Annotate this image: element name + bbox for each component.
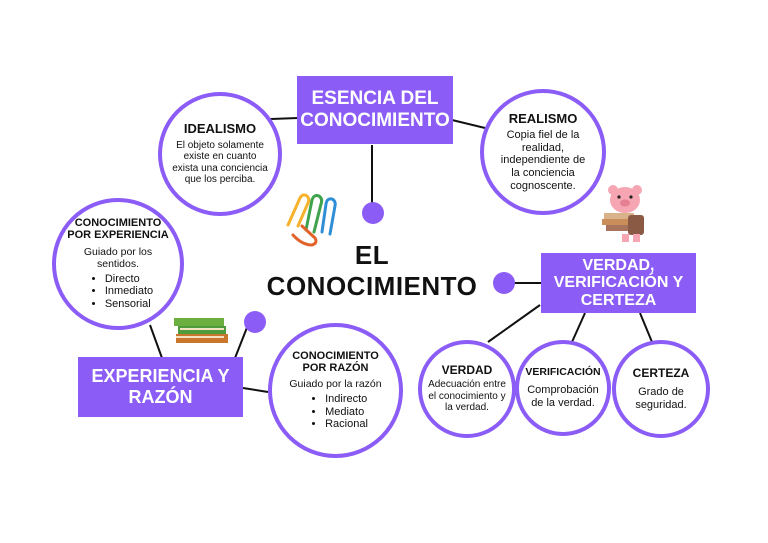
idealismo-body: El objeto solamente existe en cuanto exi… — [172, 139, 268, 186]
conocimiento-experiencia-title: CONOCIMIENTO POR EXPERIENCIA — [67, 217, 169, 242]
verdad-title: VERDAD — [441, 363, 493, 378]
verdad-box-line2: VERIFICACIÓN Y — [553, 274, 684, 292]
esencia-connector-dot — [362, 202, 384, 224]
verificacion-title: VERIFICACIÓN — [525, 365, 601, 378]
main-title-line1: EL — [354, 240, 390, 270]
experiencia-connector-dot — [244, 311, 266, 333]
list-item: Inmediato — [105, 285, 153, 298]
list-item: Sensorial — [105, 298, 153, 311]
list-item: Mediato — [325, 406, 368, 419]
esencia-box: ESENCIA DEL CONOCIMIENTO — [297, 76, 453, 144]
esencia-line1: ESENCIA DEL — [311, 88, 439, 110]
idealismo-circle: IDEALISMO El objeto solamente existe en … — [158, 92, 282, 216]
esencia-line2: CONOCIMIENTO — [300, 110, 450, 131]
verificacion-circle: VERIFICACIÓN Comprobación de la verdad. — [515, 340, 611, 436]
conocimiento-razon-body: Guiado por la razón — [289, 378, 382, 391]
realismo-title: REALISMO — [508, 110, 578, 126]
main-title-line2: CONOCIMIENTO — [266, 271, 478, 302]
conocimiento-razon-list: Indirecto Mediato Racional — [303, 393, 368, 431]
verificacion-body: Comprobación de la verdad. — [527, 384, 599, 409]
books-icon — [174, 318, 228, 343]
certeza-body: Grado de seguridad. — [635, 385, 687, 411]
idealismo-title: IDEALISMO — [183, 121, 257, 137]
certeza-title: CERTEZA — [632, 365, 690, 380]
list-item: Directo — [105, 273, 153, 286]
conocimiento-experiencia-body: Guiado por los sentidos. — [83, 245, 153, 270]
verdad-box-line3: CERTEZA — [580, 291, 657, 309]
verdad-box-line1: VERDAD, — [582, 256, 655, 274]
certeza-circle: CERTEZA Grado de seguridad. — [612, 340, 710, 438]
experiencia-razon-box: EXPERIENCIA Y RAZÓN — [78, 357, 243, 417]
realismo-circle: REALISMO Copia fiel de la realidad, inde… — [480, 89, 606, 215]
experiencia-razon-line2: RAZÓN — [128, 387, 193, 407]
realismo-body: Copia fiel de la realidad, independiente… — [500, 129, 586, 192]
verdad-connector-dot — [493, 272, 515, 294]
verdad-verificacion-certeza-box: VERDAD, VERIFICACIÓN Y CERTEZA — [541, 253, 696, 313]
verdad-circle: VERDAD Adecuación entre el conocimiento … — [418, 340, 516, 438]
verdad-body: Adecuación entre el conocimiento y la ve… — [428, 379, 506, 414]
conocimiento-experiencia-list: Directo Inmediato Sensorial — [83, 273, 153, 311]
paperclips-icon — [286, 193, 337, 247]
pig-with-books-icon — [602, 185, 644, 242]
experiencia-razon-line1: EXPERIENCIA Y — [91, 366, 230, 387]
main-title: EL CONOCIMIENTO — [262, 240, 482, 302]
conocimiento-razon-title: CONOCIMIENTO POR RAZÓN — [292, 349, 379, 374]
list-item: Racional — [325, 418, 368, 431]
conocimiento-razon-circle: CONOCIMIENTO POR RAZÓN Guiado por la raz… — [268, 323, 403, 458]
list-item: Indirecto — [325, 393, 368, 406]
conocimiento-experiencia-circle: CONOCIMIENTO POR EXPERIENCIA Guiado por … — [52, 198, 184, 330]
